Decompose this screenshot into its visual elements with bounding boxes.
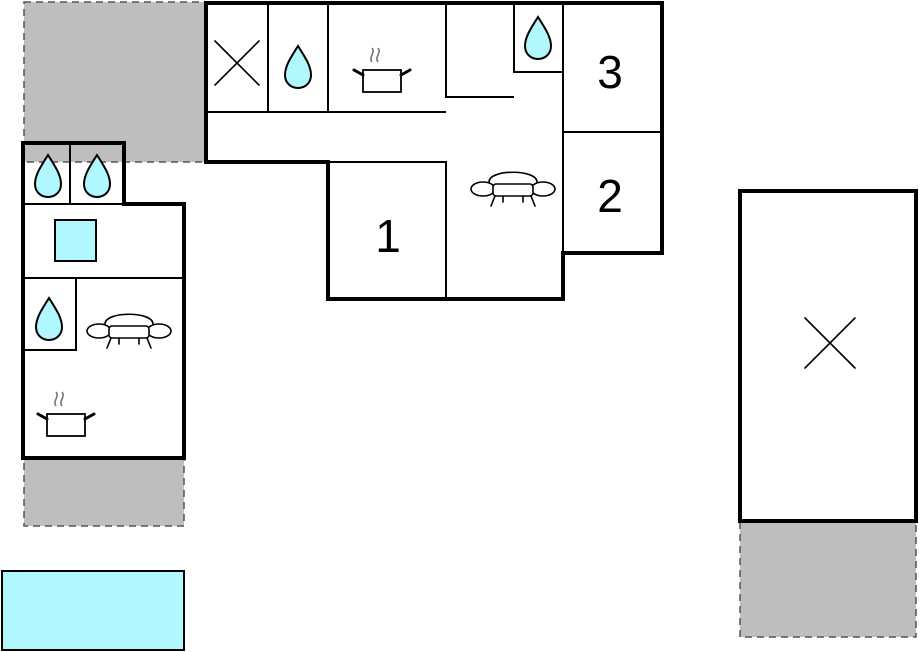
kitchen-icon bbox=[352, 46, 412, 94]
bathroom-icon bbox=[524, 16, 552, 60]
main-building bbox=[204, 1, 664, 301]
storage-x-icon bbox=[804, 317, 856, 369]
dishwasher-icon bbox=[54, 219, 97, 262]
room-number-3: 3 bbox=[597, 46, 623, 98]
right-building bbox=[738, 189, 918, 523]
terrace-right bbox=[739, 520, 917, 638]
terrace-top-left bbox=[23, 1, 208, 163]
left-building bbox=[21, 141, 186, 460]
sofa-icon bbox=[470, 171, 556, 207]
room-number-2: 2 bbox=[597, 170, 623, 222]
bathroom-icon bbox=[35, 297, 63, 341]
bathroom-icon bbox=[284, 45, 312, 89]
terrace-bottom-left bbox=[23, 457, 185, 527]
sofa-icon bbox=[86, 313, 172, 349]
storage-x-icon bbox=[214, 40, 260, 86]
room-number-1: 1 bbox=[375, 210, 401, 262]
pool bbox=[1, 570, 185, 651]
kitchen-icon bbox=[36, 390, 96, 438]
